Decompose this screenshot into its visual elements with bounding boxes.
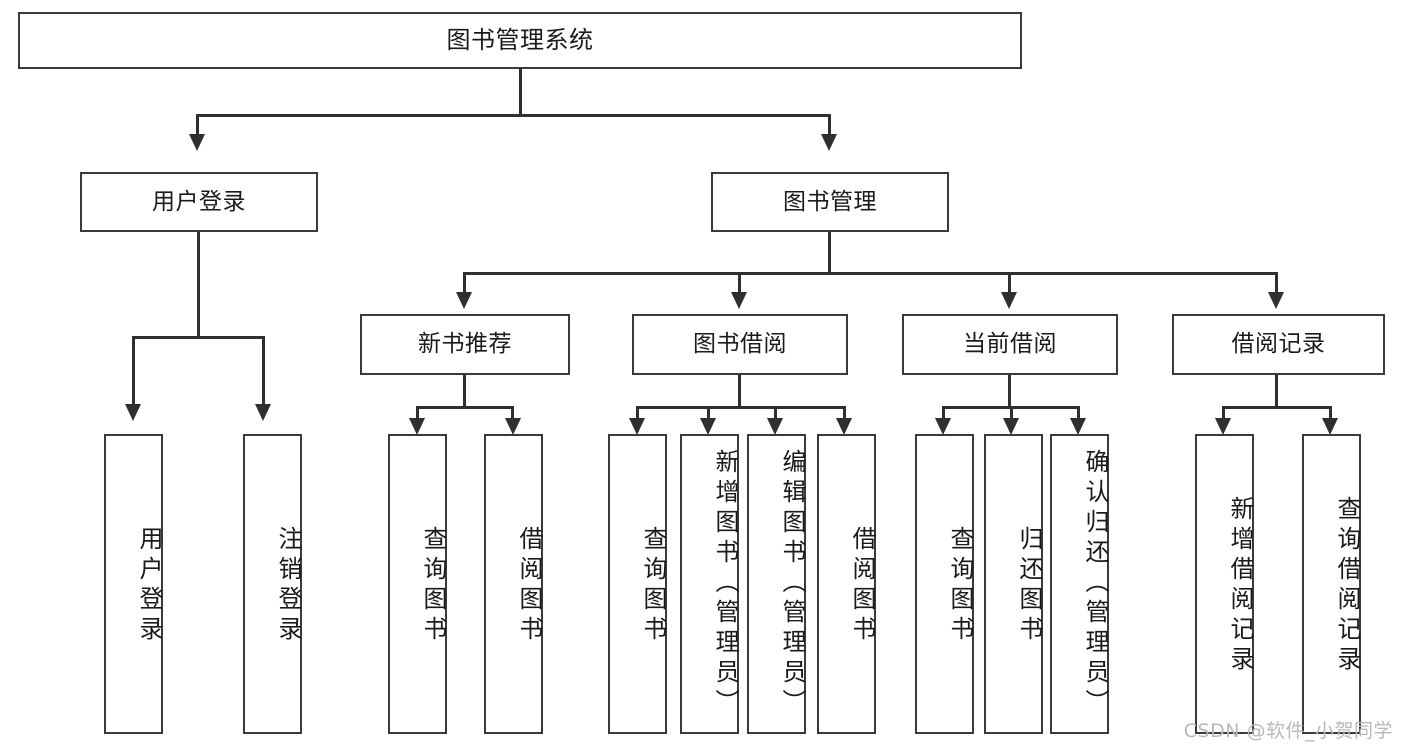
node-label: 用户登录 <box>135 526 163 646</box>
connector-user-login-bus <box>132 336 265 339</box>
node-root-book-management-system[interactable]: 图书管理系统 <box>18 12 1022 69</box>
node-label: 查询借阅记录 <box>1333 496 1361 676</box>
node-book-borrow[interactable]: 图书借阅 <box>632 314 848 375</box>
leaf-query-borrow-record[interactable]: 查询借阅记录 <box>1302 434 1361 734</box>
node-label: 新书推荐 <box>418 331 512 358</box>
leaf-edit-book-admin[interactable]: 编辑图书（管理员） <box>747 434 806 734</box>
node-label: 图书管理 <box>783 188 877 215</box>
connector-recommend-bus <box>416 406 514 409</box>
connector-borrow-stem <box>738 375 741 407</box>
connector-book-management-stem <box>828 232 831 273</box>
leaf-add-borrow-record[interactable]: 新增借阅记录 <box>1195 434 1254 734</box>
leaf-borrow-book-recommend[interactable]: 借阅图书 <box>484 434 543 734</box>
node-label: 图书管理系统 <box>446 25 594 54</box>
connector-user-login-drop-1 <box>132 336 135 406</box>
connector-level3-drop-4 <box>1275 272 1278 294</box>
connector-record-bus <box>1222 406 1332 409</box>
node-label: 查询图书 <box>946 526 974 646</box>
connector-user-login-drop-2 <box>262 336 265 406</box>
node-label: 编辑图书（管理员） <box>778 449 806 719</box>
leaf-add-book-admin[interactable]: 新增图书（管理员） <box>680 434 739 734</box>
connector-borrow-bus <box>636 406 846 409</box>
arrowhead-leaf-confirm-return <box>1070 418 1086 435</box>
leaf-logout[interactable]: 注销登录 <box>243 434 302 734</box>
connector-current-drop-3 <box>1077 406 1080 420</box>
arrowhead-leaf-add-book <box>700 418 716 435</box>
node-label: 归还图书 <box>1015 526 1043 646</box>
connector-record-drop-2 <box>1329 406 1332 420</box>
node-label: 查询图书 <box>639 526 667 646</box>
node-borrow-record[interactable]: 借阅记录 <box>1172 314 1385 375</box>
node-label: 借阅记录 <box>1231 331 1326 358</box>
arrowhead-leaf-user-login <box>125 404 141 421</box>
node-label: 确认归还（管理员） <box>1081 449 1109 719</box>
connector-current-drop-2 <box>1010 406 1013 420</box>
arrowhead-leaf-edit-book <box>767 418 783 435</box>
connector-level2-bus <box>196 114 831 117</box>
connector-level3-bus <box>463 272 1278 275</box>
arrowhead-book-management <box>821 134 837 151</box>
connector-recommend-drop-1 <box>416 406 419 420</box>
connector-borrow-drop-2 <box>707 406 710 420</box>
leaf-query-book-borrow[interactable]: 查询图书 <box>608 434 667 734</box>
connector-current-drop-1 <box>942 406 945 420</box>
connector-record-drop-1 <box>1222 406 1225 420</box>
connector-level3-drop-1 <box>463 272 466 294</box>
node-label: 新增图书（管理员） <box>711 449 739 719</box>
connector-level2-drop-left <box>196 114 199 136</box>
connector-current-stem <box>1008 375 1011 407</box>
arrowhead-leaf-borrow-book-1 <box>505 418 521 435</box>
leaf-return-book[interactable]: 归还图书 <box>984 434 1043 734</box>
leaf-confirm-return-admin[interactable]: 确认归还（管理员） <box>1050 434 1109 734</box>
arrowhead-leaf-borrow-book-2 <box>836 418 852 435</box>
leaf-query-book-current[interactable]: 查询图书 <box>915 434 974 734</box>
connector-root-stem <box>519 69 522 115</box>
arrowhead-borrow-record <box>1268 292 1284 309</box>
node-label: 当前借阅 <box>963 331 1057 358</box>
connector-user-login-stem <box>197 232 200 337</box>
arrowhead-leaf-add-record <box>1215 418 1231 435</box>
leaf-query-book-recommend[interactable]: 查询图书 <box>388 434 447 734</box>
arrowhead-leaf-return-book <box>1003 418 1019 435</box>
node-user-login[interactable]: 用户登录 <box>80 172 318 232</box>
node-label: 借阅图书 <box>515 526 543 646</box>
connector-level3-drop-2 <box>738 272 741 294</box>
arrowhead-current-borrow <box>1001 292 1017 309</box>
node-book-management[interactable]: 图书管理 <box>711 172 949 232</box>
connector-level2-drop-right <box>828 114 831 136</box>
connector-record-stem <box>1275 375 1278 407</box>
connector-recommend-stem <box>463 375 466 407</box>
arrowhead-leaf-query-book-1 <box>409 418 425 435</box>
node-label: 查询图书 <box>419 526 447 646</box>
node-new-book-recommend[interactable]: 新书推荐 <box>360 314 570 375</box>
arrowhead-leaf-query-book-3 <box>935 418 951 435</box>
leaf-borrow-book-borrow[interactable]: 借阅图书 <box>817 434 876 734</box>
connector-borrow-drop-3 <box>774 406 777 420</box>
arrowhead-user-login <box>189 134 205 151</box>
connector-borrow-drop-4 <box>843 406 846 420</box>
arrowhead-leaf-query-book-2 <box>629 418 645 435</box>
arrowhead-book-borrow <box>731 292 747 309</box>
leaf-user-login[interactable]: 用户登录 <box>104 434 163 734</box>
arrowhead-new-book-recommend <box>456 292 472 309</box>
arrowhead-leaf-query-record <box>1322 418 1338 435</box>
connector-level3-drop-3 <box>1008 272 1011 294</box>
node-label: 借阅图书 <box>848 526 876 646</box>
node-label: 用户登录 <box>152 188 246 215</box>
arrowhead-leaf-logout <box>255 404 271 421</box>
node-label: 图书借阅 <box>693 331 787 358</box>
connector-recommend-drop-2 <box>511 406 514 420</box>
node-label: 新增借阅记录 <box>1226 496 1254 676</box>
node-label: 注销登录 <box>274 526 302 646</box>
connector-borrow-drop-1 <box>636 406 639 420</box>
node-current-borrow[interactable]: 当前借阅 <box>902 314 1118 375</box>
